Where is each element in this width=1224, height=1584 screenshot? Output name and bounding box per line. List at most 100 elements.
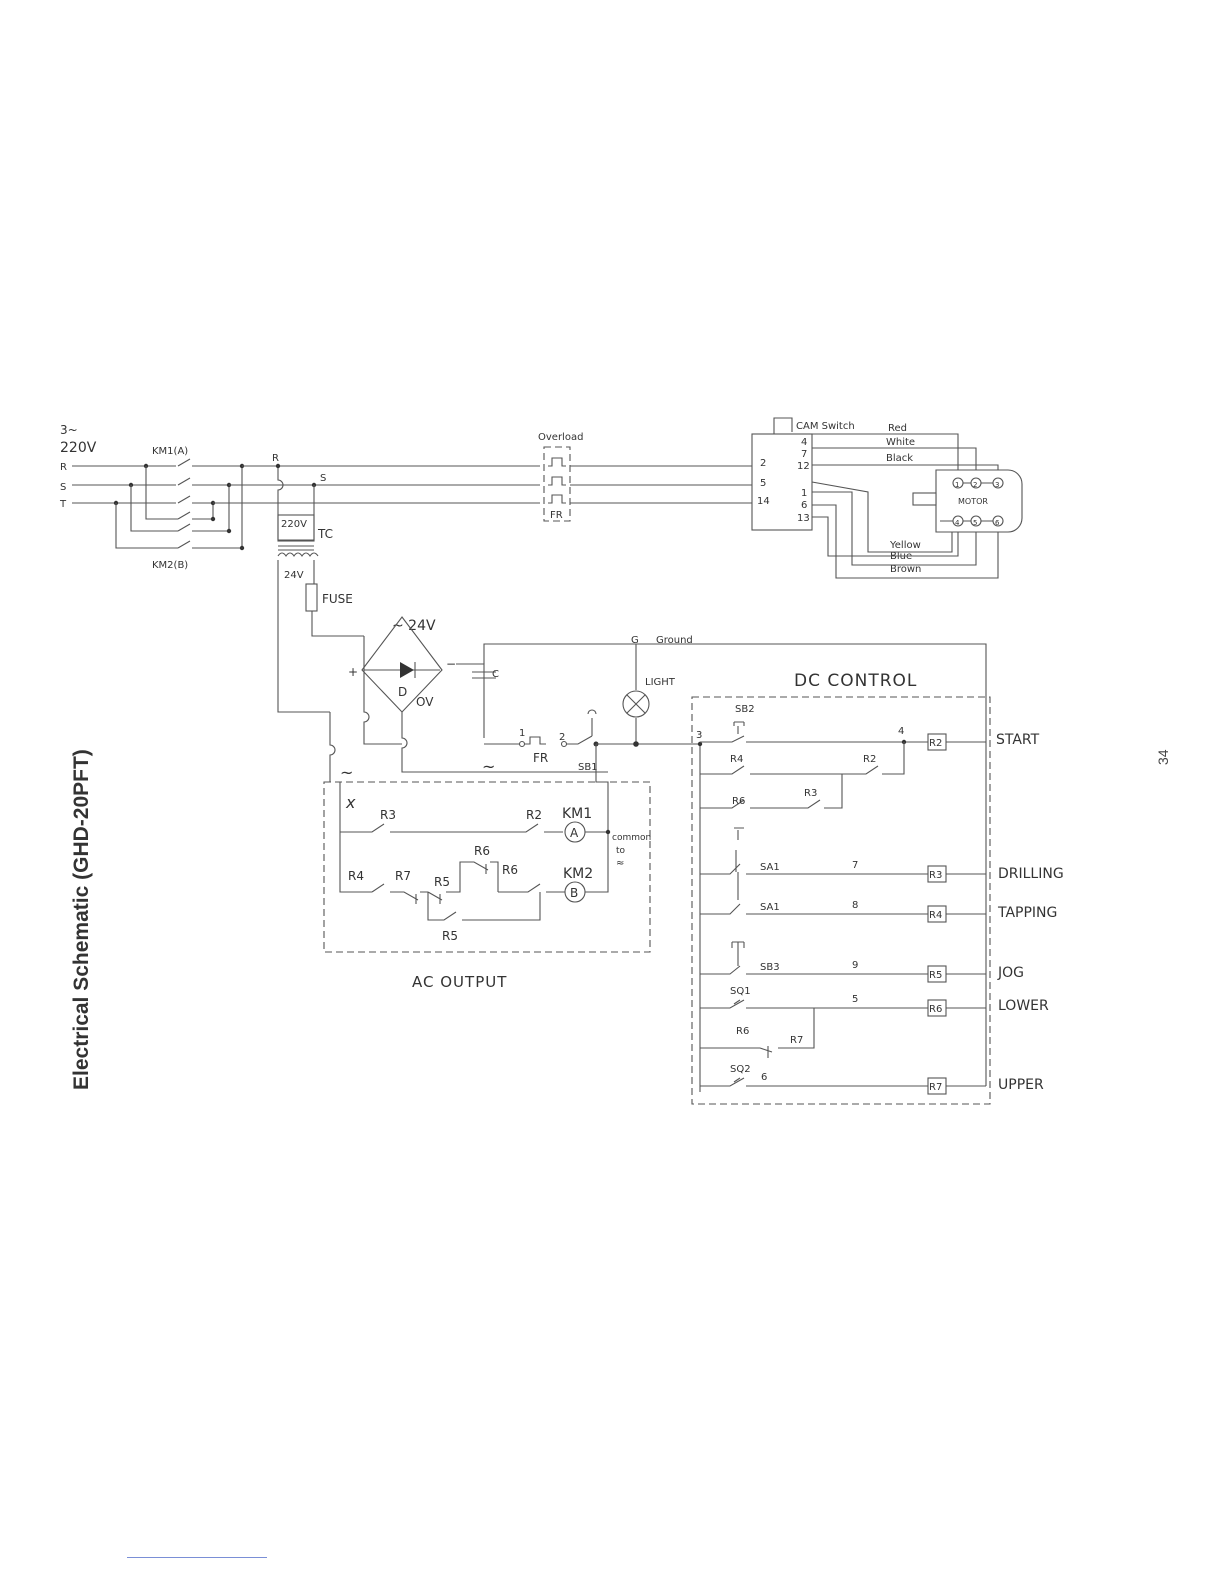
cam-terminal-bottom-0: 1 bbox=[801, 488, 807, 499]
rectifier: ~ 24V D OV + − C ~ G Ground bbox=[329, 616, 987, 782]
fn-upper: UPPER bbox=[998, 1077, 1044, 1093]
relay-r4: R4 bbox=[929, 910, 942, 921]
ac-output-title: AC OUTPUT bbox=[412, 973, 507, 991]
dc-sa1-b: SA1 bbox=[760, 902, 780, 913]
cam-switch-label: CAM Switch bbox=[796, 421, 855, 432]
dc-r6b: R6 bbox=[736, 1026, 749, 1037]
rectifier-plus: + bbox=[348, 665, 358, 679]
ac-label-r4: R4 bbox=[348, 869, 364, 883]
km2-label: KM2(B) bbox=[152, 560, 188, 571]
bottom-rule bbox=[127, 1557, 267, 1558]
dc-node-3: 3 bbox=[696, 730, 702, 741]
wire-yellow: Yellow bbox=[889, 540, 921, 551]
wire-white: White bbox=[886, 437, 915, 448]
ac-label-r5: R5 bbox=[434, 875, 450, 889]
motor-t1: 1 bbox=[955, 481, 959, 489]
dc-node-7: 7 bbox=[852, 860, 858, 871]
dc-r7: R7 bbox=[790, 1035, 803, 1046]
light-label: LIGHT bbox=[645, 677, 676, 688]
line-s-label: S bbox=[60, 482, 66, 493]
fn-start: START bbox=[996, 732, 1040, 748]
ac-label-r7: R7 bbox=[395, 869, 411, 883]
sb1-n1: 1 bbox=[519, 728, 525, 739]
ac-tilde: ~ bbox=[340, 763, 353, 782]
ac-output: ~ x R3 R2 KM1 A common to ≈ R6 R6 R4 R7 … bbox=[323, 763, 651, 991]
wire-brown: Brown bbox=[890, 564, 921, 575]
relay-r6: R6 bbox=[929, 1004, 942, 1015]
motor-t3: 3 bbox=[995, 481, 999, 489]
motor-t6: 6 bbox=[995, 519, 1000, 527]
dc-sq1: SQ1 bbox=[730, 986, 751, 997]
ac-common: common bbox=[612, 833, 651, 843]
dc-r2: R2 bbox=[863, 754, 876, 765]
motor-t5: 5 bbox=[973, 519, 977, 527]
cam-terminal-top-0: 4 bbox=[801, 437, 807, 448]
power-supply: 3~ 220V R S T KM1(A) KM2(B) bbox=[59, 423, 540, 571]
transformer-name: TC bbox=[317, 527, 333, 541]
light-and-sb1: LIGHT 1 2 FR SB1 bbox=[484, 644, 700, 832]
overload-label: Overload bbox=[538, 432, 583, 443]
fn-lower: LOWER bbox=[998, 998, 1049, 1014]
wire-red: Red bbox=[888, 423, 907, 434]
dc-r3: R3 bbox=[804, 788, 817, 799]
ac-label-r5b: R5 bbox=[442, 929, 458, 943]
ground-label: Ground bbox=[656, 635, 693, 646]
ac-label-km2: KM2 bbox=[563, 866, 593, 882]
ac-x: x bbox=[345, 793, 356, 812]
transformer-r: R bbox=[272, 453, 279, 464]
ac-to: to bbox=[616, 846, 626, 856]
dc-sa1-a: SA1 bbox=[760, 862, 780, 873]
ac-tilde2: ≈ bbox=[616, 858, 624, 869]
ac-label-r6b: R6 bbox=[502, 863, 518, 877]
rectifier-ac: ~ 24V bbox=[392, 618, 436, 634]
dc-r4: R4 bbox=[730, 754, 743, 765]
sb1-label: SB1 bbox=[578, 762, 598, 773]
motor: 1 2 3 MOTOR 4 5 6 bbox=[912, 469, 1023, 533]
cam-terminal-top-1: 7 bbox=[801, 449, 807, 460]
sb1-fr: FR bbox=[533, 751, 548, 765]
rectifier-out: OV bbox=[416, 695, 434, 709]
dc-node-4: 4 bbox=[898, 726, 904, 737]
transformer-primary: 220V bbox=[281, 519, 307, 530]
dc-sb2: SB2 bbox=[735, 704, 755, 715]
supply-voltage: 220V bbox=[60, 440, 97, 456]
relay-r7: R7 bbox=[929, 1082, 942, 1093]
fn-tapping: TAPPING bbox=[997, 905, 1057, 921]
cam-terminal-left-0: 2 bbox=[760, 458, 766, 469]
supply-phase: 3~ bbox=[60, 423, 78, 437]
overload-relay: Overload FR bbox=[538, 432, 752, 522]
cam-terminal-left-2: 14 bbox=[757, 496, 770, 507]
motor-t4: 4 bbox=[955, 519, 960, 527]
rectifier-minus: − bbox=[446, 657, 456, 671]
ground-g: G bbox=[631, 635, 639, 646]
capacitor-label: C bbox=[492, 669, 499, 680]
dc-node-5: 5 bbox=[852, 994, 858, 1005]
fuse-label: FUSE bbox=[322, 592, 353, 606]
sb1-n2: 2 bbox=[559, 732, 565, 743]
dc-sq2: SQ2 bbox=[730, 1064, 751, 1075]
dc-node-8: 8 bbox=[852, 900, 858, 911]
ac-label-km1: KM1 bbox=[562, 806, 592, 822]
transformer-secondary: 24V bbox=[284, 570, 304, 581]
relay-r5: R5 bbox=[929, 970, 942, 981]
fn-drilling: DRILLING bbox=[998, 866, 1064, 882]
ac-label-r3: R3 bbox=[380, 808, 396, 822]
dc-node-6: 6 bbox=[761, 1072, 767, 1083]
coil-b: B bbox=[570, 886, 578, 900]
line-t-label: T bbox=[59, 499, 67, 510]
dc-r6: R6 bbox=[732, 796, 745, 807]
ac-label-r6a: R6 bbox=[474, 844, 490, 858]
coil-a: A bbox=[570, 826, 579, 840]
motor-t2: 2 bbox=[973, 481, 977, 489]
cam-terminal-top-2: 12 bbox=[797, 461, 810, 472]
cam-terminal-bottom-1: 6 bbox=[801, 500, 807, 511]
dc-node-9: 9 bbox=[852, 960, 858, 971]
rectifier-tilde: ~ bbox=[482, 757, 495, 776]
overload-fr: FR bbox=[550, 510, 563, 521]
km1-label: KM1(A) bbox=[152, 446, 188, 457]
dc-sb3: SB3 bbox=[760, 962, 780, 973]
cam-terminal-bottom-2: 13 bbox=[797, 513, 810, 524]
transformer-s: S bbox=[320, 473, 326, 484]
wire-black: Black bbox=[886, 453, 913, 464]
